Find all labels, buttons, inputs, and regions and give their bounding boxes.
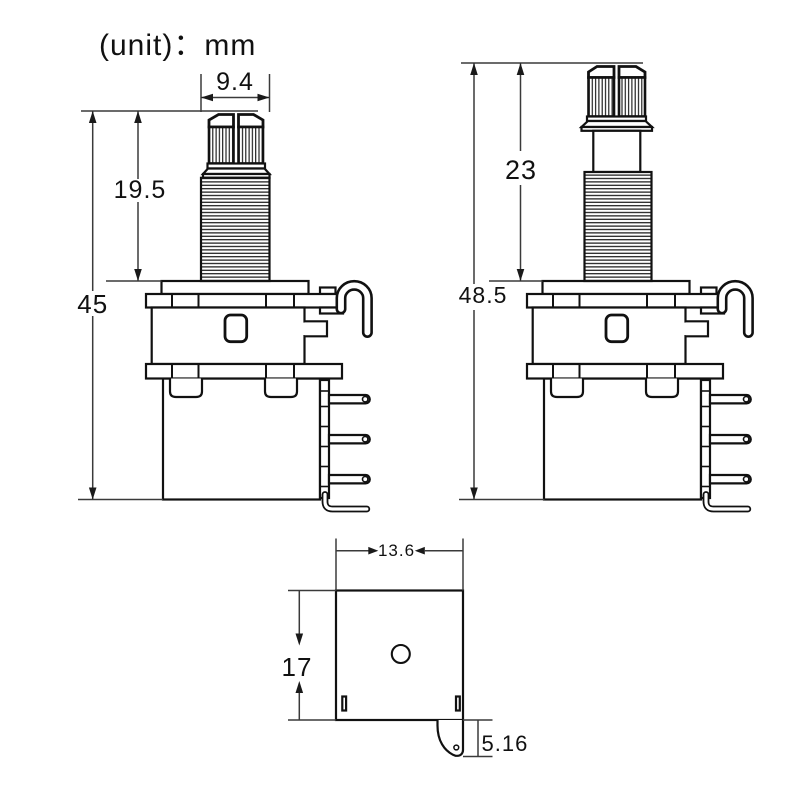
shaft-hole [390,643,411,665]
pot-body-short [146,281,370,509]
dimensions-left-view: 45 19.5 9.4 [77,68,271,501]
pot-body-long [527,281,751,509]
dim-tab-height: 5.16 [482,731,529,756]
dim-shaft-length-left: 19.5 [114,176,167,204]
smooth-shaft [592,129,642,174]
dimensions-bottom-view: 13.6 17 5.16 [282,538,529,758]
side-view-long-shaft [527,65,751,510]
side-view-short-shaft [146,113,370,510]
knurl-right [617,76,647,118]
unit-label: (unit)：mm [99,29,256,62]
knurl-left [207,125,235,165]
knurl-right [237,125,265,165]
dim-overall-height-right: 48.5 [459,282,508,308]
knob-cap-right [617,65,647,79]
slot-left [341,695,348,712]
knob-cap-left [587,65,616,79]
dim-body-width: 13.6 [378,541,415,560]
threaded-shaft [199,176,271,283]
dim-shaft-length-right: 23 [505,155,537,185]
knob-cap-right [237,113,265,129]
mount-tab [436,720,465,757]
dimensions-right-view: 48.5 23 [459,62,643,501]
knurl-left [587,76,616,118]
slot-right [454,695,461,712]
dim-body-depth: 17 [282,652,313,682]
tab-hole [453,744,460,751]
threaded-shaft [583,170,653,283]
dim-knob-width: 9.4 [216,68,254,96]
knob-cap-left [207,113,235,129]
dim-overall-height-left: 45 [77,289,108,319]
bottom-view [334,589,465,757]
